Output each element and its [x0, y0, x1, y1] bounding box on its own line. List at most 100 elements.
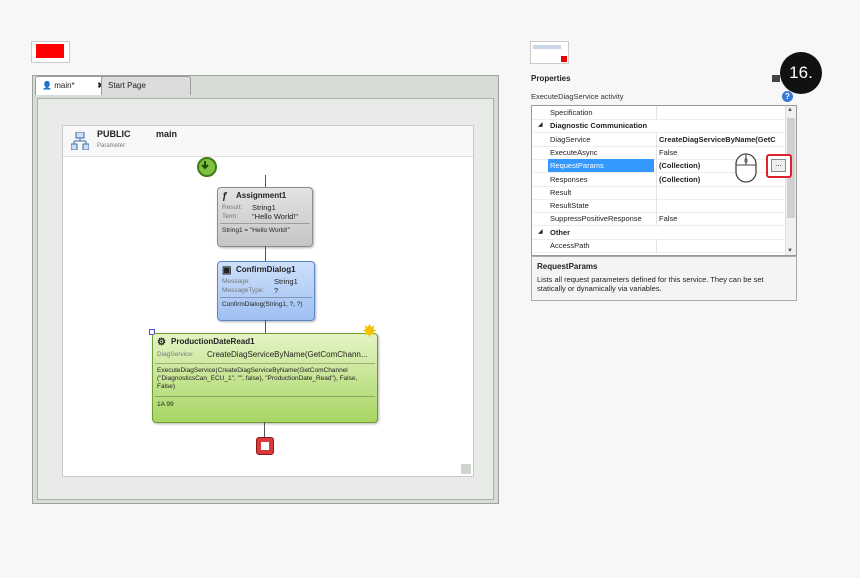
workflow-name: main [156, 129, 178, 139]
highlight-frame: ... [766, 154, 792, 178]
resize-grip[interactable] [461, 464, 471, 474]
column-divider [656, 159, 657, 173]
tab-start-page[interactable]: Start Page [101, 76, 191, 95]
thumbnail-red [31, 41, 70, 63]
property-name: ExecuteAsync [550, 147, 598, 157]
column-divider [656, 212, 657, 226]
mouse-icon [735, 153, 757, 183]
result-label: Result: [222, 204, 243, 211]
property-value[interactable]: False [659, 147, 678, 157]
property-name: ResultState [550, 201, 589, 211]
diag-service-value: CreateDiagServiceByName(GetComChann... [207, 350, 368, 359]
production-title: ProductionDateRead1 [171, 337, 255, 346]
message-label: Message: [222, 278, 251, 285]
diag-service-icon: ⚙ [157, 337, 166, 348]
assignment-activity[interactable]: ƒ Assignment1 Result: String1 Term: "Hello … [217, 187, 313, 247]
column-divider [656, 132, 657, 146]
property-name: RequestParams [548, 159, 654, 173]
message-value: String1 [274, 277, 298, 286]
arrow-down-icon [201, 161, 209, 170]
close-tab-icon[interactable]: ✖ [97, 77, 104, 95]
property-value[interactable]: False [659, 214, 678, 224]
property-category[interactable]: ◢Other [532, 226, 785, 240]
thumbnail-block [561, 56, 567, 62]
production-date-read-activity[interactable]: ⚙ ProductionDateRead1 DiagService: CreateD… [152, 333, 378, 423]
property-name: Responses [550, 174, 588, 184]
property-description: RequestParams Lists all request paramete… [531, 256, 797, 301]
sparkle-icon: ✸ [362, 321, 378, 341]
property-value[interactable]: (Collection) [659, 161, 701, 171]
tab-main-label: main* [54, 81, 75, 90]
property-name: Specification [550, 108, 593, 117]
description-text: Lists all request parameters defined for… [537, 275, 764, 293]
network-icon [71, 132, 89, 150]
stop-node[interactable] [256, 437, 274, 455]
function-icon: ƒ [222, 191, 228, 202]
ellipsis-button[interactable]: ... [771, 159, 786, 172]
column-divider [656, 145, 657, 159]
collapse-icon[interactable]: ◢ [538, 228, 543, 235]
column-divider [656, 199, 657, 213]
connector [265, 320, 266, 333]
property-row[interactable]: Result [532, 185, 785, 200]
diag-service-label: DiagService: [157, 351, 194, 358]
term-value: "Hello World!" [252, 212, 299, 221]
property-row[interactable]: SuppressPositiveResponse False [532, 212, 785, 227]
connector [265, 246, 266, 261]
dialog-icon: ▣ [222, 265, 232, 276]
parameter-label: Parameter: [97, 143, 127, 149]
column-divider [656, 185, 657, 199]
production-expression: ExecuteDiagService(CreateDiagServiceByNa… [157, 367, 358, 390]
property-row[interactable]: RequestParams (Collection) [532, 159, 785, 174]
confirm-dialog-activity[interactable]: ▣ ConfirmDialog1 Message: String1 MessageT… [217, 261, 315, 321]
property-row[interactable]: Responses (Collection) [532, 172, 785, 187]
scope-label: PUBLIC [97, 129, 131, 139]
pin-icon[interactable] [772, 75, 780, 82]
properties-subtitle: ExecuteDiagService activity [531, 92, 624, 101]
workflow-header: PUBLIC main Parameter: [63, 126, 473, 157]
properties-title: Properties [531, 74, 571, 83]
assignment-title: Assignment1 [236, 191, 287, 200]
start-node[interactable] [197, 157, 217, 177]
property-row[interactable]: Specification [532, 106, 785, 120]
step-badge: 16. [780, 52, 822, 94]
tab-start-page-label: Start Page [108, 81, 146, 90]
property-name: AccessPath [550, 241, 590, 250]
collapse-icon[interactable]: ◢ [538, 122, 543, 129]
description-title: RequestParams [537, 262, 598, 271]
property-category[interactable]: ◢ Diagnostic Communication [532, 119, 785, 134]
column-divider [656, 106, 657, 119]
column-divider [656, 239, 657, 252]
user-icon: 👤 [42, 81, 52, 90]
property-row[interactable]: ResultState [532, 199, 785, 214]
property-value[interactable]: (Collection) [659, 174, 701, 184]
property-value[interactable]: CreateDiagServiceByName(GetC [659, 134, 776, 144]
help-icon[interactable]: ? [782, 91, 793, 102]
property-name: SuppressPositiveResponse [550, 214, 642, 224]
thumbnail-red-fill [36, 44, 64, 58]
thumbnail-bar [533, 45, 561, 49]
scroll-down-icon[interactable]: ▼ [787, 248, 793, 254]
tab-main[interactable]: 👤 main* ✖ [35, 76, 111, 95]
property-name: DiagService [550, 134, 591, 144]
thumbnail-properties [530, 41, 569, 64]
confirm-title: ConfirmDialog1 [236, 265, 296, 274]
result-value: String1 [252, 203, 276, 212]
message-type-label: MessageType: [222, 287, 265, 294]
assignment-expression: String1 = "Hello World!" [222, 227, 290, 234]
property-name: Diagnostic Communication [550, 121, 648, 131]
property-scrollbar[interactable]: ▲ ▼ [785, 106, 796, 255]
scroll-up-icon[interactable]: ▲ [787, 107, 793, 113]
stop-icon [261, 442, 269, 450]
column-divider [656, 172, 657, 186]
confirm-expression: ConfirmDialog(String1, ?, ?) [222, 301, 303, 308]
connector [264, 422, 265, 437]
property-name: Result [550, 187, 572, 197]
connector [265, 175, 266, 187]
message-type-value: ? [274, 286, 279, 295]
property-row[interactable]: AccessPath [532, 239, 785, 253]
property-row[interactable]: ExecuteAsync False [532, 145, 785, 160]
production-footer: 1A 99 [157, 401, 174, 408]
property-row[interactable]: DiagService CreateDiagServiceByName(GetC [532, 132, 785, 147]
term-label: Term: [222, 213, 239, 220]
